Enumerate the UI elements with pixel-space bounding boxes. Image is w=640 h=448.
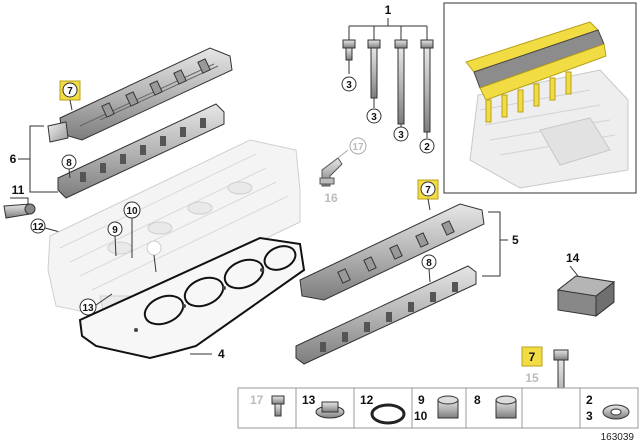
camshaft-carrier-upper bbox=[47, 47, 233, 143]
engine-block bbox=[469, 69, 629, 189]
bracket-part-16 bbox=[319, 157, 343, 187]
callout-1: 1 bbox=[385, 3, 392, 17]
callout-3-circle-c bbox=[393, 126, 409, 142]
callout-5: 5 bbox=[512, 233, 519, 247]
legend-part-sleeve bbox=[437, 395, 459, 419]
legend-part-ring bbox=[370, 403, 406, 425]
callout-9: 9 bbox=[112, 225, 118, 236]
legend-12: 12 bbox=[360, 393, 374, 407]
legend-10: 10 bbox=[414, 409, 428, 423]
callout-7-top: 7 bbox=[67, 86, 73, 97]
camshaft-carrier-right-upper bbox=[299, 203, 485, 301]
bolt-long-c bbox=[420, 39, 434, 133]
sensor-part bbox=[3, 203, 36, 219]
callout-15: 15 bbox=[525, 371, 539, 385]
callout-2-circle bbox=[419, 138, 435, 154]
legend-9: 9 bbox=[418, 393, 425, 407]
bolt-long-a bbox=[367, 39, 381, 99]
legend-8: 8 bbox=[474, 393, 481, 407]
legend-2: 2 bbox=[586, 393, 593, 407]
diagram-id: 163039 bbox=[601, 432, 635, 443]
sealant-box bbox=[556, 275, 616, 318]
callout-8-top: 8 bbox=[66, 158, 72, 169]
callout-16: 16 bbox=[324, 191, 338, 205]
callout-3-circle-b bbox=[366, 108, 382, 124]
callout-2: 2 bbox=[424, 142, 430, 153]
bolt-set: 1 3 3 3 2 bbox=[341, 3, 435, 154]
callout-3-a: 3 bbox=[346, 80, 352, 91]
engine-inset bbox=[443, 2, 637, 194]
legend-13: 13 bbox=[302, 393, 316, 407]
callout-8-mid: 8 bbox=[426, 258, 432, 269]
callout-17: 17 bbox=[352, 142, 364, 153]
bolt-long-b bbox=[394, 39, 408, 125]
legend-17: 17 bbox=[250, 393, 264, 407]
callout-7-legend: 7 bbox=[529, 350, 536, 364]
legend-part-plug bbox=[315, 401, 345, 419]
legend-part-dowel bbox=[495, 395, 517, 419]
legend-part-washer bbox=[602, 404, 630, 420]
legend-part-bolt-small bbox=[271, 395, 285, 417]
callout-3-b: 3 bbox=[371, 112, 377, 123]
camshaft-carrier-lower bbox=[57, 103, 225, 199]
callout-4: 4 bbox=[218, 347, 225, 361]
callout-6: 6 bbox=[10, 152, 17, 166]
head-gasket bbox=[78, 236, 306, 360]
callout-3-circle-a bbox=[341, 76, 357, 92]
callout-12: 12 bbox=[32, 222, 44, 233]
camshaft-carrier-right-lower bbox=[295, 265, 477, 365]
callout-10: 10 bbox=[126, 206, 138, 217]
callout-14: 14 bbox=[566, 251, 580, 265]
callout-13: 13 bbox=[82, 303, 94, 314]
bolt-short bbox=[342, 39, 356, 61]
parts-legend: 17 13 12 9 10 8 2 3 bbox=[237, 387, 639, 429]
callout-7-highlight-legend bbox=[521, 346, 543, 367]
legend-3: 3 bbox=[586, 409, 593, 423]
callout-7-mid: 7 bbox=[425, 185, 431, 196]
callout-11: 11 bbox=[12, 183, 25, 197]
camshaft-highlight bbox=[465, 21, 607, 123]
callout-3-c: 3 bbox=[398, 130, 404, 141]
